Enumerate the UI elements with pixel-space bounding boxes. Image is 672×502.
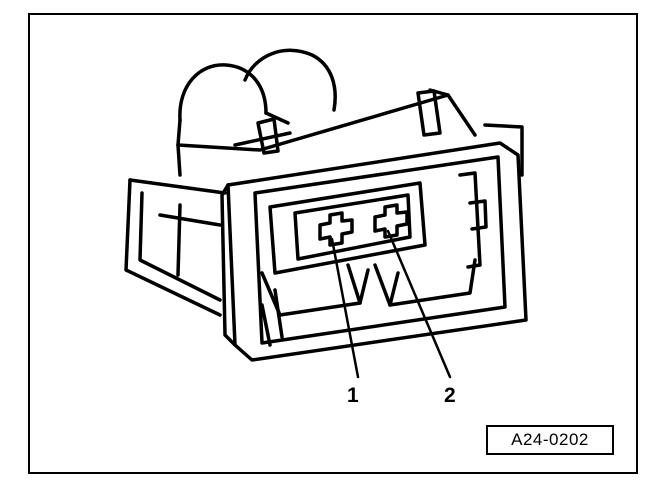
leader-line-1 (330, 237, 360, 379)
lower-keying-slots (260, 258, 477, 347)
rear-seals (178, 48, 337, 125)
figure-frame: 1 2 A24-0202 (28, 13, 638, 474)
callout-label-1: 1 (347, 384, 359, 407)
leader-line-2 (386, 229, 452, 379)
inner-cavity (268, 171, 488, 275)
terminal-pins (318, 203, 409, 247)
leader-lines (330, 229, 452, 379)
side-clip-left (124, 178, 227, 317)
connector-illustration (124, 48, 528, 379)
callout-label-2: 2 (444, 384, 456, 407)
figure-id-label: A24-0202 (486, 425, 614, 455)
latch-tabs (256, 89, 442, 155)
front-frame (220, 141, 528, 362)
